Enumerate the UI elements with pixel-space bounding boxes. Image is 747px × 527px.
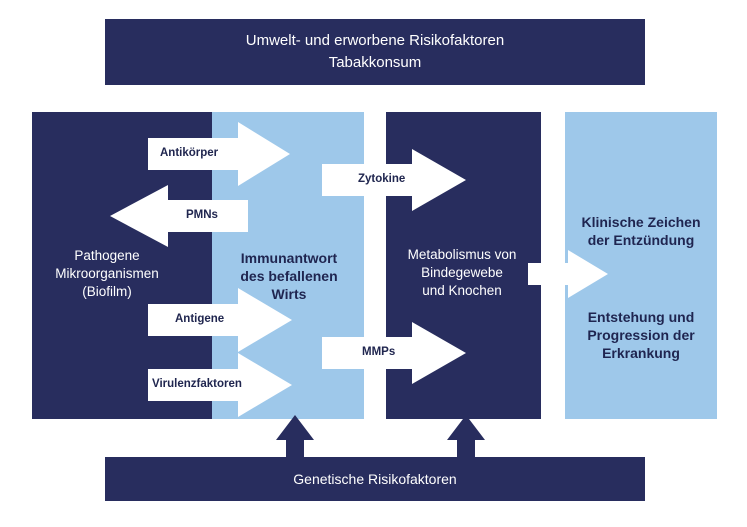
virulenzfaktoren-label: Virulenzfaktoren — [152, 378, 242, 390]
top-banner: Umwelt- und erworbene Risikofaktoren Tab… — [105, 19, 645, 85]
antigene-arrow — [148, 288, 292, 352]
klinisch-text-block1: Klinische Zeichen der Entzündung — [565, 213, 717, 249]
pathogene-line2: Mikroorganismen — [55, 266, 159, 281]
mmps-arrow — [322, 322, 466, 384]
immunantwort-line1: Immunantwort — [240, 250, 338, 266]
bottom-banner: Genetische Risikofaktoren — [105, 457, 645, 501]
klinisch-line2: der Entzündung — [587, 232, 695, 248]
immunantwort-line3: Wirts — [271, 286, 307, 302]
immunantwort-text: Immunantwort des befallenen Wirts — [214, 249, 364, 303]
antikoerper-arrow — [148, 122, 290, 186]
pathogene-text: Pathogene Mikroorganismen (Biofilm) — [32, 247, 182, 301]
genetic-up-arrow-right — [447, 415, 485, 457]
bottom-banner-label: Genetische Risikofaktoren — [293, 471, 457, 487]
mmps-label: MMPs — [362, 346, 396, 358]
metabolismus-line1: Metabolismus von — [407, 247, 517, 262]
genetic-up-arrow-left — [276, 415, 314, 457]
metabolismus-line2: Bindegewebe — [421, 265, 503, 280]
klinisch-line1: Klinische Zeichen — [581, 214, 701, 230]
antikoerper-label: Antikörper — [160, 147, 219, 159]
antigene-label: Antigene — [175, 313, 225, 325]
klinisch-text-block2: Entstehung und Progression der Erkrankun… — [565, 308, 717, 362]
zytokine-label: Zytokine — [358, 173, 406, 185]
metabolismus-text: Metabolismus von Bindegewebe und Knochen — [386, 246, 538, 300]
pmns-arrow — [110, 185, 248, 247]
pmns-label: PMNs — [186, 209, 218, 221]
metabolismus-line3: und Knochen — [422, 283, 502, 298]
klinisch-line5: Erkrankung — [602, 345, 680, 361]
virulenzfaktoren-arrow — [148, 353, 292, 417]
immunantwort-line2: des befallenen — [240, 268, 338, 284]
pathogene-line3: (Biofilm) — [82, 284, 132, 299]
top-banner-line2: Tabakkonsum — [328, 54, 422, 71]
klinisch-line3: Entstehung und — [587, 309, 695, 325]
zytokine-arrow — [322, 149, 466, 211]
metabolismus-to-klinisch-arrow — [528, 250, 608, 298]
pathogene-line1: Pathogene — [74, 248, 140, 263]
top-banner-line1: Umwelt- und erworbene Risikofaktoren — [245, 32, 505, 49]
klinisch-line4: Progression der — [587, 327, 695, 343]
